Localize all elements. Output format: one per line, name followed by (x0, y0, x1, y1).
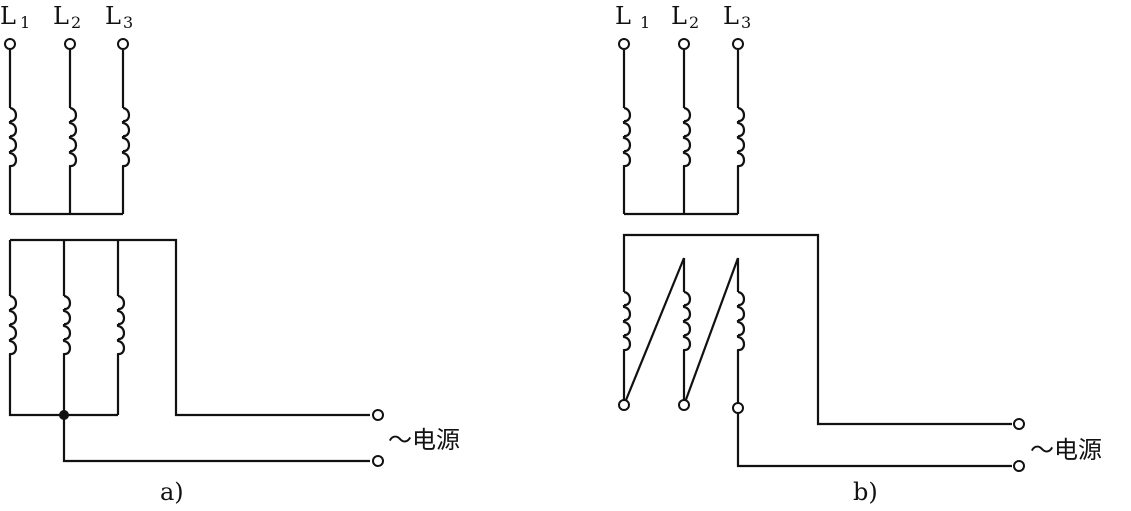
label-b-l2-sub: 2 (689, 13, 699, 32)
wire-b-bottom-1 (622, 233, 1012, 426)
coil-a-top-1 (8, 106, 18, 168)
source-label-a: ～电源 (388, 426, 460, 454)
diagonal-b-2 (682, 257, 740, 406)
terminal-b-bottom-2 (678, 399, 690, 411)
diagram-b: L 1 L 2 L 3 ～电源 b) (615, 2, 1102, 506)
source-label-b: ～电源 (1030, 436, 1102, 464)
coil-a-bottom-1 (8, 294, 18, 356)
wire-b-bottom-return (736, 405, 1012, 468)
label-b-l3-sub: 3 (741, 13, 751, 32)
diagonal-b-1 (622, 257, 686, 406)
label-b-l1-sub: 1 (640, 13, 650, 32)
wire-a-bottom-1 (8, 240, 118, 417)
coil-b-bottom-1 (622, 290, 632, 352)
wire-a-bottom-top-bus (10, 238, 370, 417)
terminal-b-l1 (618, 38, 630, 50)
label-a-l2-sub: 2 (71, 13, 81, 32)
terminal-b-source-1 (1013, 418, 1025, 430)
label-a-l3-sub: 3 (123, 13, 133, 32)
coil-b-bottom-3 (736, 290, 746, 352)
coil-a-top-2 (68, 106, 78, 168)
terminal-a-l1 (4, 38, 16, 50)
coil-a-top-3 (121, 106, 131, 168)
diagram-a: L 1 L 2 L 3 ～电源 a) (0, 2, 460, 506)
coil-a-bottom-2 (62, 294, 72, 356)
coil-b-top-3 (736, 106, 746, 168)
label-a-l1-main: L (0, 2, 16, 30)
coil-b-top-1 (622, 106, 632, 168)
terminal-a-source-2 (372, 455, 384, 467)
label-b-l1-main: L (615, 2, 631, 30)
coil-b-top-2 (682, 106, 692, 168)
terminal-a-l3 (117, 38, 129, 50)
label-a-l2-main: L (53, 2, 69, 30)
terminal-b-l3 (732, 38, 744, 50)
coil-b-bottom-2 (682, 290, 692, 352)
caption-a: a) (160, 478, 184, 506)
terminal-a-l2 (64, 38, 76, 50)
terminal-b-l2 (678, 38, 690, 50)
caption-b: b) (853, 478, 878, 506)
wire-a-bottom-2 (62, 240, 370, 463)
coil-a-bottom-3 (116, 294, 126, 356)
label-b-l3-main: L (723, 2, 739, 30)
terminal-a-source-1 (372, 409, 384, 421)
junction-a (59, 410, 69, 420)
terminal-b-bottom-3 (732, 402, 744, 414)
terminal-b-bottom-1 (618, 399, 630, 411)
label-b-l2-main: L (671, 2, 687, 30)
label-a-l1-sub: 1 (20, 13, 30, 32)
label-a-l3-main: L (105, 2, 121, 30)
terminal-b-source-2 (1013, 460, 1025, 472)
